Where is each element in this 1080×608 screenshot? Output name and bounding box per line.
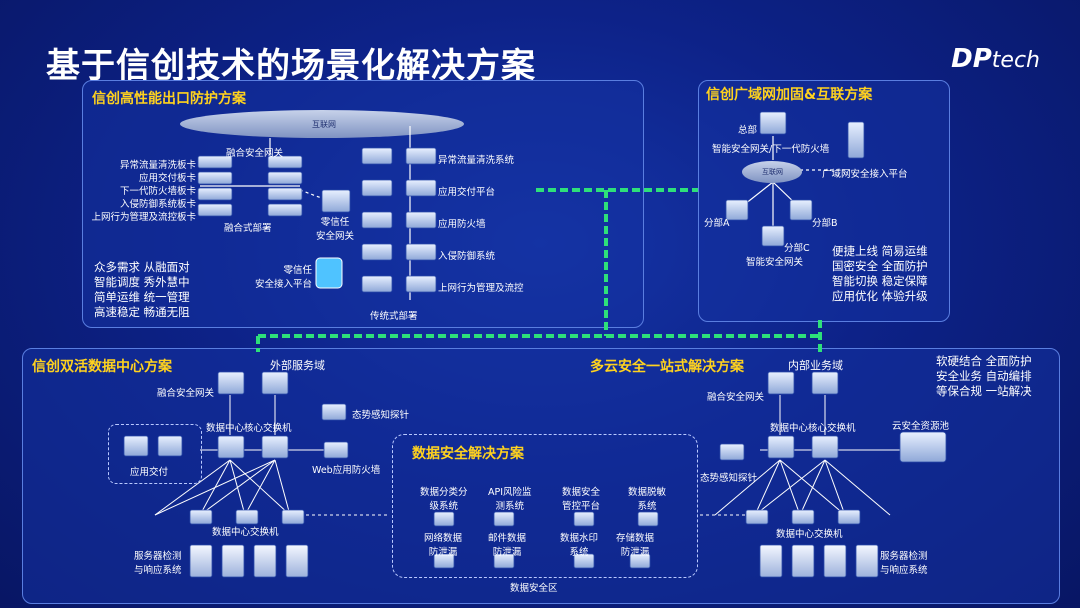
device-5-label: 上网行为管理及流控 (438, 283, 524, 294)
device (267, 187, 303, 201)
green-link (256, 188, 822, 352)
traditional-label: 传统式部署 (370, 311, 418, 322)
tl-feature-3: 简单运维 统一管理 (94, 290, 190, 304)
waf-label: Web应用防火墙 (312, 465, 381, 476)
internal-domain-label: 内部业务域 (788, 359, 843, 372)
card-4-label: 入侵防御系统板卡 (119, 199, 196, 210)
data-item-5: 网络数据 防泄漏 (424, 533, 463, 558)
mc-feature-3: 等保合规 一站解决 (936, 384, 1032, 398)
branch-c-label: 分部C (784, 243, 810, 254)
export-protection-title: 信创高性能出口防护方案 (92, 91, 246, 107)
mc-server-detect-label: 服务器检测 与响应系统 (880, 551, 928, 576)
converged-label: 融合式部署 (224, 223, 272, 234)
device-2-label: 应用交付平台 (438, 187, 496, 198)
device (267, 171, 303, 185)
card-2-label: 应用交付板卡 (138, 173, 196, 184)
wan-platform-label: 广域网安全接入平台 (822, 169, 908, 180)
zt-gateway-device (321, 189, 351, 213)
mc-core-label: 数据中心核心交换机 (770, 423, 856, 434)
data-security-title: 数据安全解决方案 (412, 446, 524, 462)
data-item-1: 数据分类分 级系统 (420, 487, 468, 512)
situation-label: 态势感知探针 (352, 410, 410, 421)
dc-switch-label: 数据中心交换机 (212, 527, 279, 538)
mc-feature-1: 软硬结合 全面防护 (936, 354, 1032, 368)
wan-cloud (742, 161, 802, 183)
wan-title: 信创广域网加固&互联方案 (706, 87, 873, 103)
dc-title: 信创双活数据中心方案 (32, 359, 172, 375)
device (197, 155, 233, 169)
tl-feature-4: 高速稳定 畅通无阻 (94, 305, 190, 319)
tr-feature-3: 智能切换 稳定保障 (832, 274, 928, 288)
cloud-pool-label: 云安全资源池 (892, 421, 950, 432)
tr-feature-1: 便捷上线 简易运维 (832, 244, 928, 258)
wan-cloud-label: 互联网 (762, 168, 783, 176)
card-5-label: 上网行为管理及流控板卡 (91, 212, 196, 223)
device-1-label: 异常流量清洗系统 (438, 155, 515, 166)
data-item-2: API风险监 测系统 (488, 487, 532, 512)
data-item-7: 数据水印 系统 (560, 533, 599, 558)
tl-feature-2: 智能调度 秀外慧中 (94, 275, 190, 289)
device (197, 203, 233, 217)
hq-gateway-label: 智能安全网关/下一代防火墙 (712, 144, 830, 155)
page-title: 基于信创技术的场景化解决方案 (46, 46, 536, 86)
device (267, 155, 303, 169)
branch-gateway-label: 智能安全网关 (746, 257, 804, 268)
data-item-3: 数据安全 管控平台 (562, 487, 601, 512)
external-domain-label: 外部服务域 (270, 359, 325, 372)
app-delivery-label: 应用交付 (130, 467, 169, 478)
mc-feature-2: 安全业务 自动编排 (936, 369, 1032, 383)
app-delivery-zone (108, 424, 202, 484)
data-security-zone (392, 434, 698, 578)
device (197, 171, 233, 185)
internet-cloud (180, 110, 464, 138)
logo-main: DP (951, 44, 992, 74)
brand-logo: DPtech (951, 44, 1040, 74)
mc-situation-label: 态势感知探针 (700, 473, 758, 484)
tr-feature-4: 应用优化 体验升级 (832, 289, 928, 303)
data-item-4: 数据脱敏 系统 (628, 487, 667, 512)
card-3-label: 下一代防火墙板卡 (119, 186, 196, 197)
tl-feature-1: 众多需求 从融面对 (94, 260, 190, 274)
mc-gateway-label: 融合安全网关 (706, 392, 764, 403)
cloud-label: 互联网 (312, 120, 336, 129)
dc-gateway-label: 融合安全网关 (156, 388, 214, 399)
zt-platform-label: 零信任 安全接入平台 (254, 265, 312, 290)
device-4-label: 入侵防御系统 (438, 251, 496, 262)
device-3-label: 应用防火墙 (438, 219, 486, 230)
device (197, 187, 233, 201)
zt-platform-icon (315, 257, 343, 289)
data-zone-label: 数据安全区 (510, 583, 558, 594)
mc-title: 多云安全一站式解决方案 (590, 359, 744, 375)
card-1-label: 异常流量清洗板卡 (119, 160, 196, 171)
branch-a-label: 分部A (704, 218, 730, 229)
server-detect-label: 服务器检测 与响应系统 (134, 551, 182, 576)
mc-switch-label: 数据中心交换机 (776, 529, 843, 540)
gateway-label: 融合安全网关 (226, 148, 284, 159)
cloud-pool-device (899, 431, 947, 463)
zt-gateway-label: 零信任 安全网关 (316, 217, 355, 242)
data-item-6: 邮件数据 防泄漏 (488, 533, 527, 558)
branch-b-label: 分部B (812, 218, 838, 229)
logo-sub: tech (991, 48, 1040, 73)
dc-core-label: 数据中心核心交换机 (206, 423, 292, 434)
device (267, 203, 303, 217)
data-item-8: 存储数据 防泄漏 (616, 533, 655, 558)
hq-label: 总部 (738, 125, 758, 136)
tr-feature-2: 国密安全 全面防护 (832, 259, 928, 273)
